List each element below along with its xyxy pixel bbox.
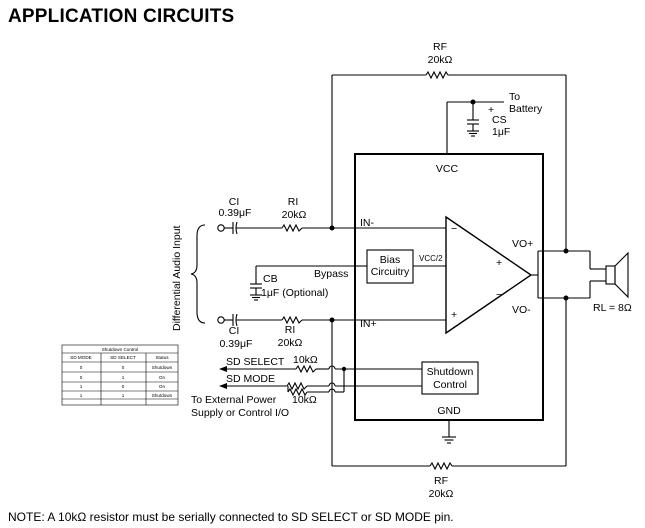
table-cell: 1 xyxy=(122,375,125,380)
vcc-pin-label: VCC xyxy=(436,163,459,175)
gnd-pin-label: GND xyxy=(437,405,461,417)
bypass-label: Bypass xyxy=(314,268,348,280)
table-cell: Shutdown xyxy=(152,365,173,370)
table-cell: On xyxy=(159,375,166,380)
ri-top-name: RI xyxy=(288,196,299,208)
sd-mode-label: SD MODE xyxy=(226,373,275,385)
table-header-status: Status xyxy=(155,355,169,360)
op-amp-plus-sign: + xyxy=(451,309,457,321)
cb-value-label: 1μF (Optional) xyxy=(261,287,328,299)
bias-label-2: Circuitry xyxy=(371,266,410,278)
page-title: APPLICATION CIRCUITS xyxy=(8,6,235,27)
vo-minus-label: VO- xyxy=(512,304,531,316)
cs-plus-sign: + xyxy=(488,104,494,116)
vo-plus-label: VO+ xyxy=(512,238,533,250)
ci-top-value: 0.39μF xyxy=(219,207,252,219)
op-amp-minus-sign: − xyxy=(451,223,457,235)
rf-bot-value: 20kΩ xyxy=(429,488,454,500)
footnote: NOTE: A 10kΩ resistor must be serially c… xyxy=(8,510,454,524)
sd-select-resistor-label: 10kΩ xyxy=(293,354,318,366)
rl-label: RL = 8Ω xyxy=(593,302,632,314)
table-cell: 0 xyxy=(80,365,83,370)
shutdown-control-block xyxy=(421,361,479,395)
table-header-sd-mode: SD MODE xyxy=(70,355,91,360)
table-caption: Shutdown Control xyxy=(102,347,139,352)
ci-top-name: CI xyxy=(229,196,240,208)
rf-bot-name: RF xyxy=(434,475,448,487)
table-cell: 1 xyxy=(80,384,83,389)
table-cell: 0 xyxy=(122,365,125,370)
speaker-icon xyxy=(605,251,629,299)
differential-audio-input-label: Differential Audio Input xyxy=(171,225,183,331)
sd-select-label: SD SELECT xyxy=(226,356,285,368)
in-plus-label: IN+ xyxy=(360,318,377,330)
table-cell: On xyxy=(159,384,166,389)
bias-label-1: Bias xyxy=(380,254,400,266)
rf-top-value: 20kΩ xyxy=(428,54,453,66)
ri-top-value: 20kΩ xyxy=(282,209,307,221)
cs-name-label: CS xyxy=(492,114,507,126)
to-battery-label-1: To xyxy=(509,91,520,103)
to-battery-label-2: Battery xyxy=(509,103,543,115)
table-cell: 1 xyxy=(80,393,83,398)
vcc-half-label: VCC/2 xyxy=(419,254,443,263)
op-amp-plus-sign-2: + xyxy=(496,257,502,269)
table-header-sd-select: SD SELECT xyxy=(110,355,136,360)
external-power-resistor-label: 10kΩ xyxy=(292,394,317,406)
table-cell: 1 xyxy=(122,393,125,398)
table-cell: 0 xyxy=(80,375,83,380)
ci-bot-name: CI xyxy=(229,325,240,337)
shutdown-label-2: Control xyxy=(433,379,467,391)
table-cell: 0 xyxy=(122,384,125,389)
in-minus-label: IN- xyxy=(360,217,375,229)
shutdown-label-1: Shutdown xyxy=(427,366,474,378)
external-power-label-2: Supply or Control I/O xyxy=(191,407,289,419)
ri-bot-name: RI xyxy=(285,324,296,336)
shutdown-control-table: Shutdown Control SD MODE SD SELECT Statu… xyxy=(61,344,179,406)
cs-value-label: 1μF xyxy=(492,126,510,138)
ci-bot-value: 0.39μF xyxy=(220,338,253,350)
external-power-label-1: To External Power xyxy=(191,394,277,406)
op-amp-symbol xyxy=(445,215,533,335)
ri-bot-value: 20kΩ xyxy=(278,337,303,349)
table-cell: Shutdown xyxy=(152,393,173,398)
rf-top-name: RF xyxy=(433,41,447,53)
op-amp-minus-out-sign: − xyxy=(496,289,502,301)
cb-name-label: CB xyxy=(263,273,278,285)
